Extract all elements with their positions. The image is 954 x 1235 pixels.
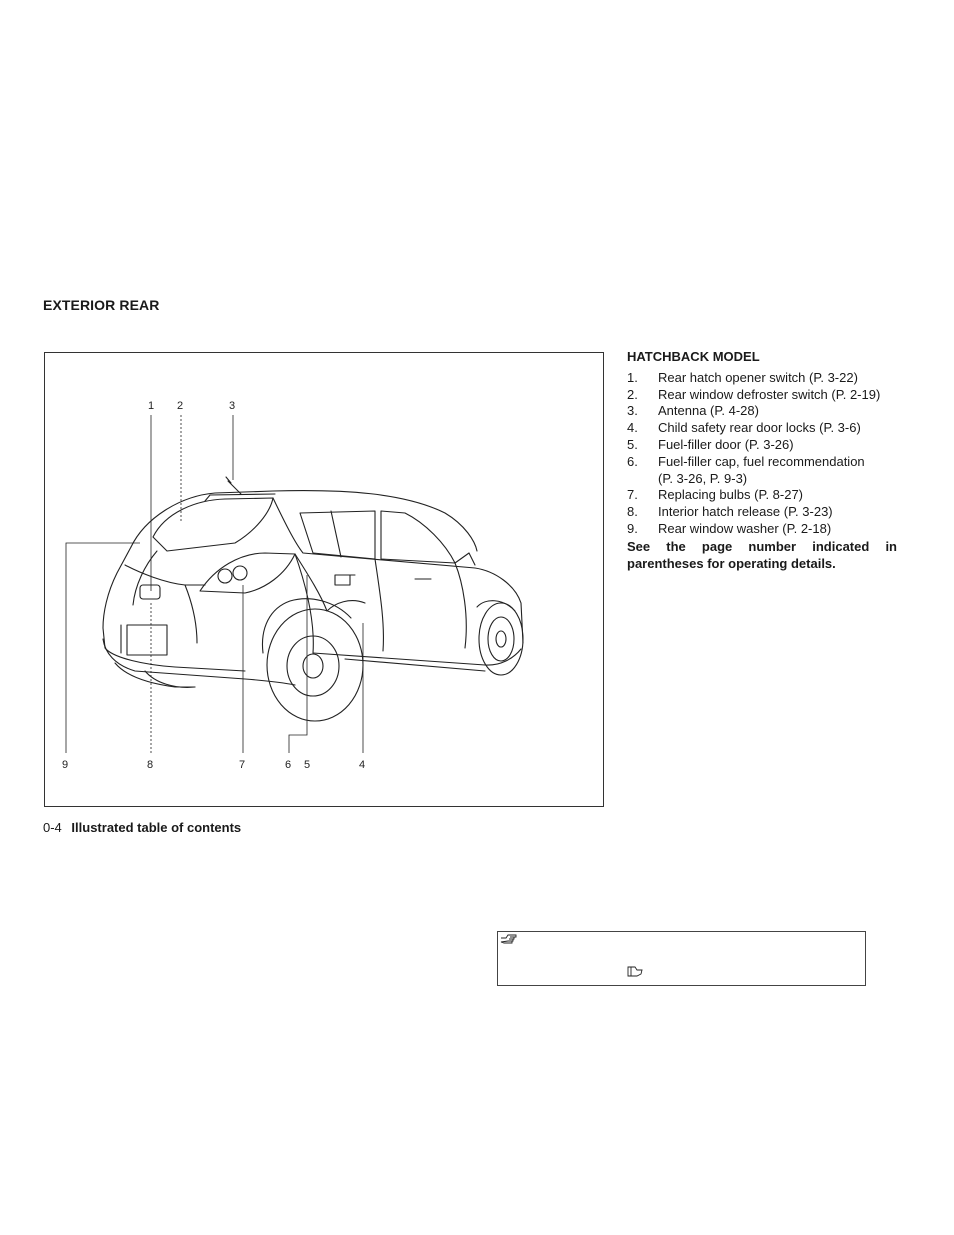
item-text-line1: Fuel-filler cap, fuel recommendation	[658, 453, 865, 469]
pointing-hand-icon	[627, 965, 643, 983]
item-text: Rear window defroster switch (P. 2-19)	[658, 386, 881, 402]
callout-9: 9	[62, 759, 69, 771]
item-text-line2: (P. 3-26, P. 9-3)	[658, 470, 748, 486]
list-item: 9. Rear window washer (P. 2-18)	[627, 521, 897, 538]
reference-box	[497, 931, 866, 986]
list-item: 7. Replacing bulbs (P. 8-27)	[627, 487, 897, 504]
item-number: 9.	[627, 520, 638, 536]
item-number: 8.	[627, 504, 638, 520]
item-number: 2.	[627, 386, 638, 402]
callout-5: 5	[304, 759, 311, 771]
callout-8: 8	[147, 759, 154, 771]
list-item: 8. Interior hatch release (P. 3-23)	[627, 504, 897, 521]
section-title: EXTERIOR REAR	[43, 297, 160, 313]
callout-1: 1	[148, 400, 155, 412]
item-number: 6.	[627, 453, 638, 469]
parts-list: 1. Rear hatch opener switch (P. 3-22) 2. R…	[627, 370, 897, 538]
item-text: Antenna (P. 4-28)	[658, 403, 759, 419]
callout-4: 4	[359, 759, 366, 771]
callout-7: 7	[239, 759, 246, 771]
item-text: Fuel-filler cap, fuel recommendation(P. …	[658, 454, 897, 488]
callout-3: 3	[229, 400, 236, 412]
item-text: Rear window washer (P. 2-18)	[658, 520, 832, 536]
page-number: 0-4	[43, 820, 62, 835]
list-item: 3. Antenna (P. 4-28)	[627, 403, 897, 420]
item-number: 1.	[627, 369, 638, 385]
item-number: 7.	[627, 487, 638, 503]
item-text: Child safety rear door locks (P. 3-6)	[658, 420, 861, 436]
item-text: Replacing bulbs (P. 8-27)	[658, 487, 804, 503]
list-item: 1. Rear hatch opener switch (P. 3-22)	[627, 370, 897, 387]
item-text: Fuel-filler door (P. 3-26)	[658, 436, 794, 452]
item-text: Interior hatch release (P. 3-23)	[658, 504, 833, 520]
model-heading: HATCHBACK MODEL	[627, 349, 760, 364]
page-footer: 0-4 Illustrated table of contents	[43, 820, 241, 835]
item-number: 5.	[627, 436, 638, 452]
item-number: 4.	[627, 420, 638, 436]
parts-legend: HATCHBACK MODEL 1. Rear hatch opener swit…	[627, 349, 897, 572]
footer-title: Illustrated table of contents	[71, 820, 242, 835]
item-number: 3.	[627, 403, 638, 419]
list-item: 5. Fuel-filler door (P. 3-26)	[627, 437, 897, 454]
operating-note: See the page number indicated in parenth…	[627, 538, 897, 571]
car-rear-illustration	[65, 415, 524, 753]
item-text: Rear hatch opener switch (P. 3-22)	[658, 369, 858, 385]
callout-6: 6	[285, 759, 292, 771]
vehicle-diagram: 1 2 3 9 8 7 6 5 4	[44, 352, 604, 807]
list-item: 2. Rear window defroster switch (P. 2-19)	[627, 387, 897, 404]
pointing-hand-icon	[500, 933, 518, 951]
list-item: 6. Fuel-filler cap, fuel recommendation(P…	[627, 454, 897, 488]
list-item: 4. Child safety rear door locks (P. 3-6)	[627, 420, 897, 437]
callout-2: 2	[177, 400, 184, 412]
